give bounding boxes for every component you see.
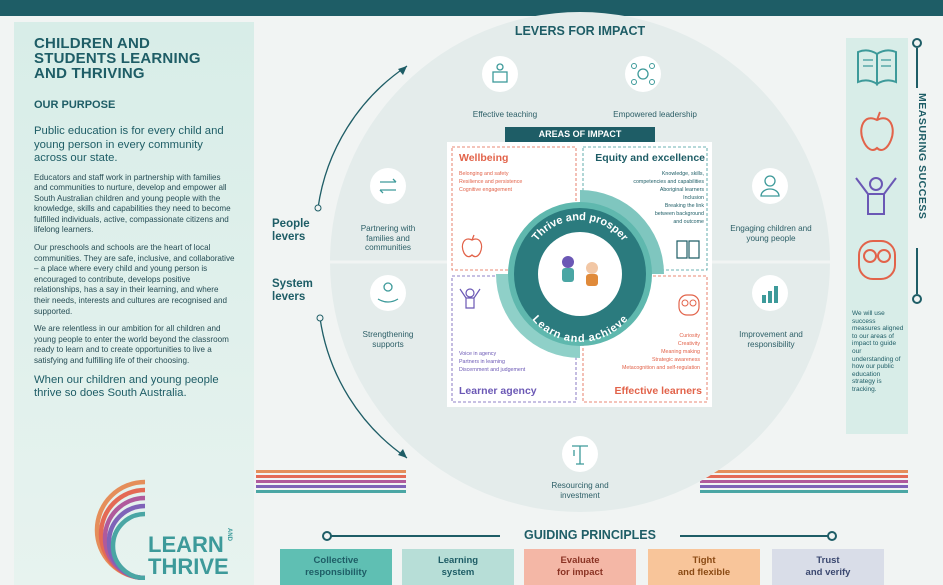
areas-of-impact-title: AREAS OF IMPACT xyxy=(505,127,655,142)
guiding-line-left-dot xyxy=(322,531,332,541)
wellbeing-title: Wellbeing xyxy=(459,152,509,164)
cheering-child-icon xyxy=(855,177,897,215)
principle-line: Collective xyxy=(313,555,359,566)
lever-engaging: Engaging children and young people xyxy=(730,224,812,243)
stripes-right xyxy=(700,470,908,496)
effective-item: Meaning making xyxy=(661,349,700,355)
lever-resourcing: Resourcing and investment xyxy=(551,481,609,500)
guiding-line-right-dot xyxy=(827,531,837,541)
wellbeing-item: Cognitive engagement xyxy=(459,187,513,193)
principle-line: and verify xyxy=(805,566,851,578)
apple-icon xyxy=(461,234,483,258)
logo-word-learn: LEARN xyxy=(148,532,224,557)
agency-items: Voice in agency Partners in learning Dis… xyxy=(459,350,569,374)
principle-line: Trust xyxy=(816,555,840,566)
measuring-success-label: MEASURING SUCCESS xyxy=(916,93,928,220)
teaching-icon xyxy=(482,56,518,92)
guiding-line-left xyxy=(330,535,500,537)
partnering-icon xyxy=(370,168,406,204)
logo-word-and: AND xyxy=(226,528,232,542)
purpose-paragraph-3: We are relentless in our ambition for al… xyxy=(34,324,229,365)
lever-effective-teaching: Effective teaching xyxy=(472,110,538,119)
equity-item: Inclusion xyxy=(683,195,704,201)
principle-line: system xyxy=(441,566,475,578)
purpose-paragraph-2: Our preschools and schools are the heart… xyxy=(34,243,235,316)
measuring-success-text: We will use success measures aligned to … xyxy=(852,310,904,393)
agency-item: Discernment and judgement xyxy=(459,367,526,373)
owl-icon xyxy=(678,294,700,316)
equity-title: Equity and excellence xyxy=(595,152,705,164)
agency-item: Voice in agency xyxy=(459,351,497,357)
guiding-line-right xyxy=(680,535,830,537)
engaging-icon xyxy=(752,168,788,204)
agency-item: Partners in learning xyxy=(459,359,505,365)
improvement-icon xyxy=(752,275,788,311)
person-cheering-icon xyxy=(459,288,481,309)
effective-item: Curiosity xyxy=(679,333,700,339)
wellbeing-item: Belonging and safety xyxy=(459,171,509,177)
panel-title: CHILDREN AND STUDENTS LEARNING AND THRIV… xyxy=(34,35,201,82)
measuring-line-top xyxy=(916,48,918,88)
equity-item: Breaking the link xyxy=(664,203,704,209)
principle-line: responsibility xyxy=(305,566,367,578)
purpose-closing: When our children and young people thriv… xyxy=(34,373,219,400)
effective-items: Curiosity Creativity Meaning making Stra… xyxy=(592,332,700,372)
equity-items: Knowledge, skills, competencies and capa… xyxy=(600,170,704,226)
measuring-success-panel xyxy=(846,38,908,434)
lever-empowered-leadership: Empowered leadership xyxy=(613,110,697,119)
wellbeing-item: Resilience and persistence xyxy=(459,179,523,185)
principle-line: and flexible xyxy=(677,566,731,578)
effective-item: Creativity xyxy=(677,341,700,347)
levers-title: LEVERS FOR IMPACT xyxy=(514,24,646,38)
resourcing-icon xyxy=(562,436,598,472)
measuring-line-bottom xyxy=(916,248,918,294)
equity-item: and outcome xyxy=(673,219,704,225)
agency-title: Learner agency xyxy=(459,385,537,397)
apple-measure-icon xyxy=(860,111,894,151)
children-figures-icon xyxy=(562,256,598,286)
effective-item: Metacognition and self-regulation xyxy=(621,365,700,371)
logo-word-thrive: THRIVE xyxy=(148,554,229,579)
principle-line: Learning xyxy=(437,555,479,566)
purpose-heading: OUR PURPOSE xyxy=(34,99,116,111)
measuring-line-bottom-dot xyxy=(912,294,922,304)
book-icon xyxy=(676,240,700,259)
purpose-paragraph-1: Educators and staff work in partnership … xyxy=(34,172,231,235)
open-book-icon xyxy=(857,49,897,86)
lever-partnering: Partnering with families and communities xyxy=(360,224,416,252)
lever-strengthening: Strengthening supports xyxy=(362,330,414,349)
equity-item: Knowledge, skills, xyxy=(661,171,704,177)
equity-item: competencies and capabilities xyxy=(633,179,704,185)
equity-item: Aboriginal learners xyxy=(659,187,704,193)
purpose-panel: CHILDREN AND STUDENTS LEARNING AND THRIV… xyxy=(14,22,254,585)
learn-and-thrive-logo: LEARN THRIVE AND xyxy=(94,479,232,580)
top-bar xyxy=(0,0,943,16)
people-levers-label: People levers xyxy=(272,218,310,243)
measuring-line-top-dot xyxy=(912,38,922,48)
leadership-icon xyxy=(625,56,661,92)
effective-item: Strategic awareness xyxy=(652,357,700,363)
purpose-lead: Public education is for every child and … xyxy=(34,125,224,164)
principle-line: for impact xyxy=(557,566,603,578)
lever-improvement: Improvement and responsibility xyxy=(739,330,803,349)
supports-icon xyxy=(370,275,406,311)
principle-line: Tight xyxy=(692,555,716,566)
owl-measure-icon xyxy=(858,240,896,280)
effective-title: Effective learners xyxy=(614,385,702,397)
system-levers-label: System levers xyxy=(272,278,313,303)
equity-item: between background xyxy=(654,211,704,217)
wellbeing-items: Belonging and safety Resilience and pers… xyxy=(459,170,559,194)
guiding-principles-title: GUIDING PRINCIPLES xyxy=(524,528,656,542)
stripes-left xyxy=(256,470,406,496)
principle-line: Evaluate xyxy=(560,555,600,566)
